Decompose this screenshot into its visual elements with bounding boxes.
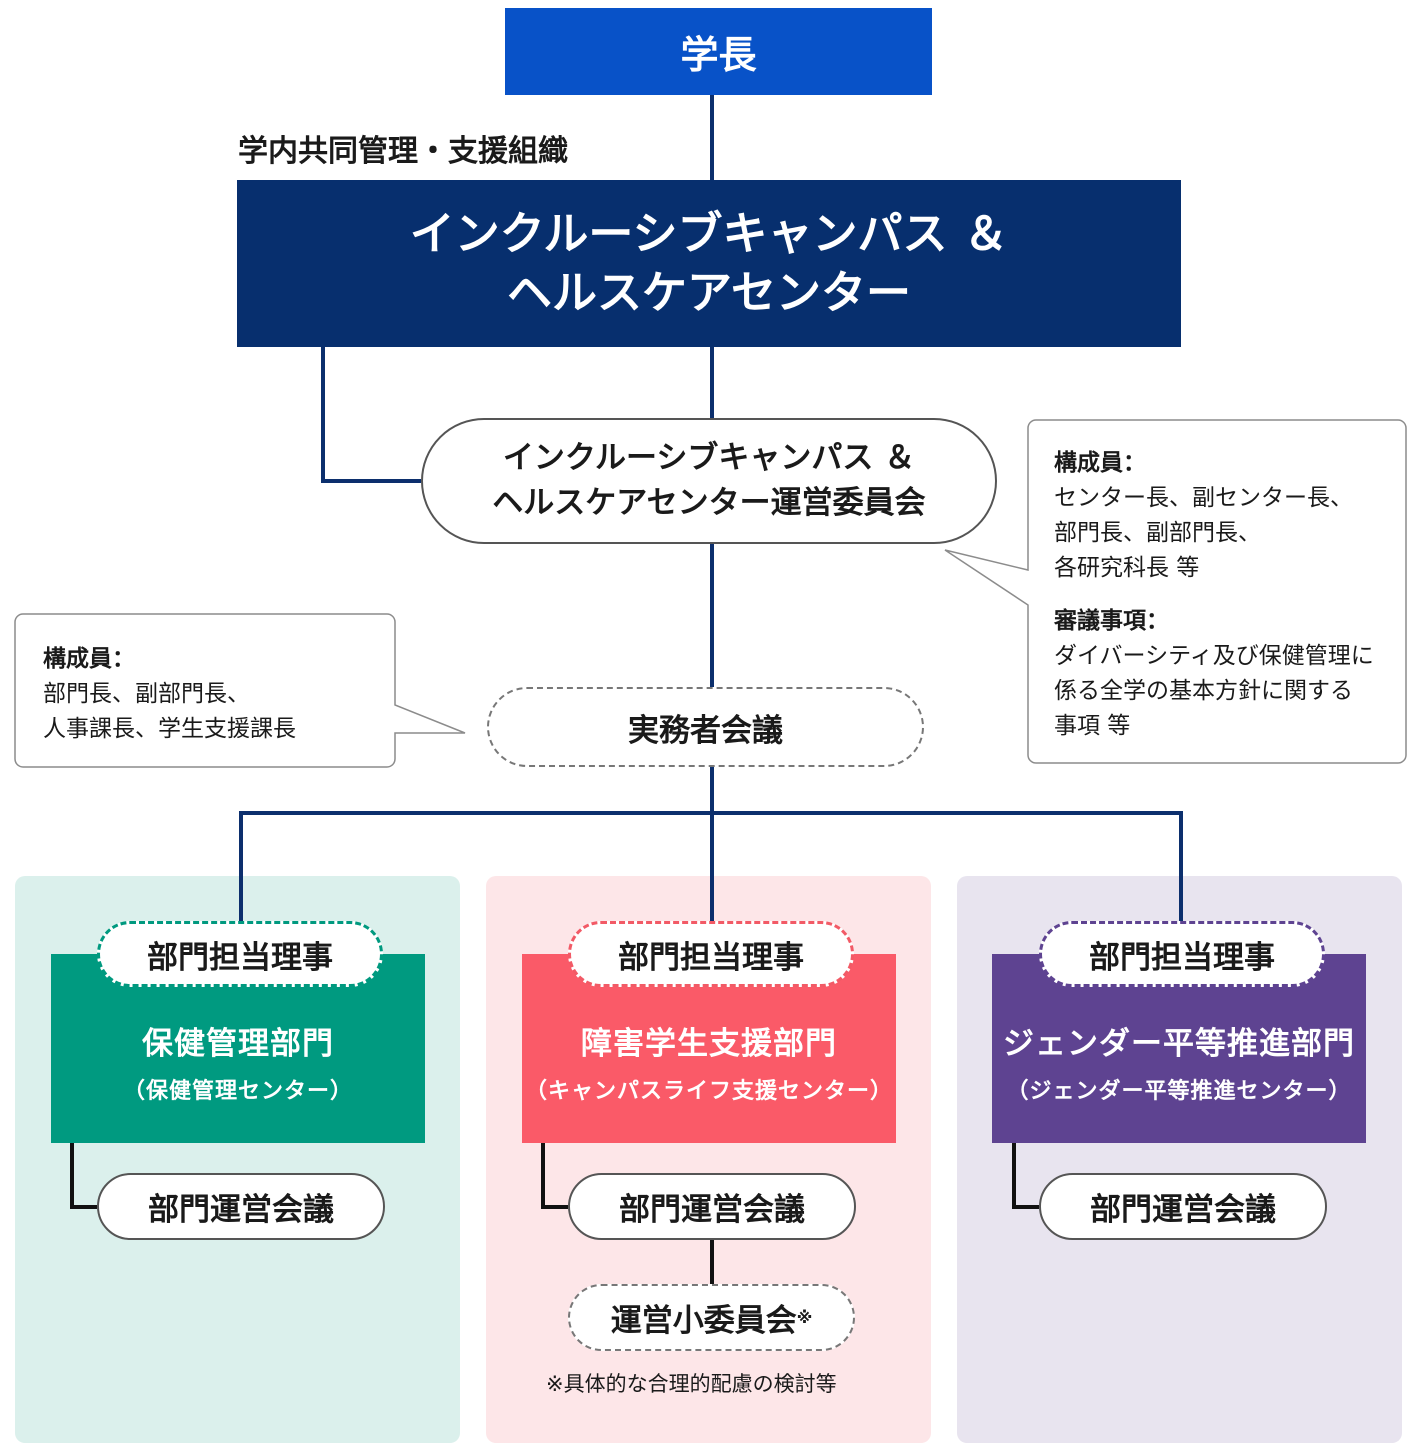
- center-line2: ヘルスケアセンター: [506, 265, 912, 319]
- subcommittee-label: 運営小委員会: [610, 1303, 797, 1339]
- dept-meeting-pill-disability: 部門運営会議: [568, 1173, 856, 1240]
- committee-callout-bubble: [944, 419, 1407, 764]
- callout-agenda-line: 係る全学の基本方針に関する: [1054, 677, 1353, 704]
- staff-callout-heading: 構成員：: [43, 646, 135, 672]
- staff-callout-text: 構成員： 部門長、副部門長、 人事課長、学生支援課長: [43, 642, 296, 747]
- dept-meeting-label: 部門運営会議: [1090, 1192, 1276, 1228]
- staff-callout-bubble: [14, 613, 466, 768]
- president-box: 学長: [505, 8, 932, 95]
- line-gender-meeting: [1012, 1143, 1039, 1209]
- committee-line2: ヘルスケアセンター運営委員会: [492, 485, 926, 521]
- dept-meeting-pill-health: 部門運営会議: [97, 1173, 385, 1240]
- dept-meeting-pill-gender: 部門運営会議: [1039, 1173, 1327, 1240]
- dept-health-box: 保健管理部門 （保健管理センター）: [51, 954, 425, 1143]
- staff-callout-line: 人事課長、学生支援課長: [43, 715, 296, 742]
- director-label: 部門担当理事: [618, 939, 804, 976]
- director-label: 部門担当理事: [1089, 939, 1275, 976]
- director-label: 部門担当理事: [147, 939, 333, 976]
- president-label: 学長: [680, 33, 757, 77]
- callout-members-heading: 構成員：: [1054, 450, 1146, 476]
- dept-meeting-label: 部門運営会議: [619, 1192, 805, 1228]
- staff-meeting-label: 実務者会議: [628, 712, 783, 749]
- dept-sub: （ジェンダー平等推進センター）: [1006, 1079, 1352, 1104]
- director-pill-gender: 部門担当理事: [1039, 921, 1325, 987]
- dept-name: 障害学生支援部門: [581, 1026, 837, 1062]
- committee-line1: インクルーシブキャンパス ＆: [502, 440, 916, 477]
- line-health-meeting: [70, 1143, 97, 1209]
- org-label: 学内共同管理・支援組織: [238, 134, 568, 169]
- callout-members-line: 各研究科長 等: [1054, 554, 1200, 581]
- dept-meeting-label: 部門運営会議: [148, 1192, 334, 1228]
- dept-sub: （キャンパスライフ支援センター）: [524, 1079, 893, 1104]
- callout-agenda-line: 事項 等: [1054, 712, 1131, 739]
- committee-callout-text: 構成員： センター長、副センター長、 部門長、副部門長、 各研究科長 等 審議事…: [1054, 446, 1374, 744]
- subcommittee-pill: 運営小委員会※: [568, 1284, 855, 1351]
- committee-pill: インクルーシブキャンパス ＆ ヘルスケアセンター運営委員会: [421, 418, 997, 544]
- director-pill-disability: 部門担当理事: [568, 921, 854, 987]
- line-disability-meeting: [541, 1143, 568, 1209]
- subcommittee-mark: ※: [796, 1308, 813, 1327]
- center-line1: インクルーシブキャンパス ＆: [409, 207, 1009, 260]
- line-branch: [239, 811, 1183, 921]
- dept-sub: （保健管理センター）: [122, 1079, 353, 1104]
- footnote: ※具体的な合理的配慮の検討等: [546, 1372, 837, 1396]
- staff-callout-line: 部門長、副部門長、: [43, 680, 250, 707]
- callout-agenda-line: ダイバーシティ及び保健管理に: [1054, 642, 1374, 669]
- line-center-committee-side: [321, 347, 421, 483]
- callout-agenda-heading: 審議事項：: [1054, 607, 1169, 634]
- dept-name: 保健管理部門: [142, 1026, 334, 1062]
- director-pill-health: 部門担当理事: [97, 921, 383, 987]
- callout-members-line: センター長、副センター長、: [1054, 484, 1353, 511]
- dept-name: ジェンダー平等推進部門: [1003, 1026, 1355, 1062]
- staff-meeting-pill: 実務者会議: [487, 687, 924, 767]
- center-box: インクルーシブキャンパス ＆ ヘルスケアセンター: [237, 180, 1181, 347]
- callout-members-line: 部門長、副部門長、: [1054, 519, 1261, 546]
